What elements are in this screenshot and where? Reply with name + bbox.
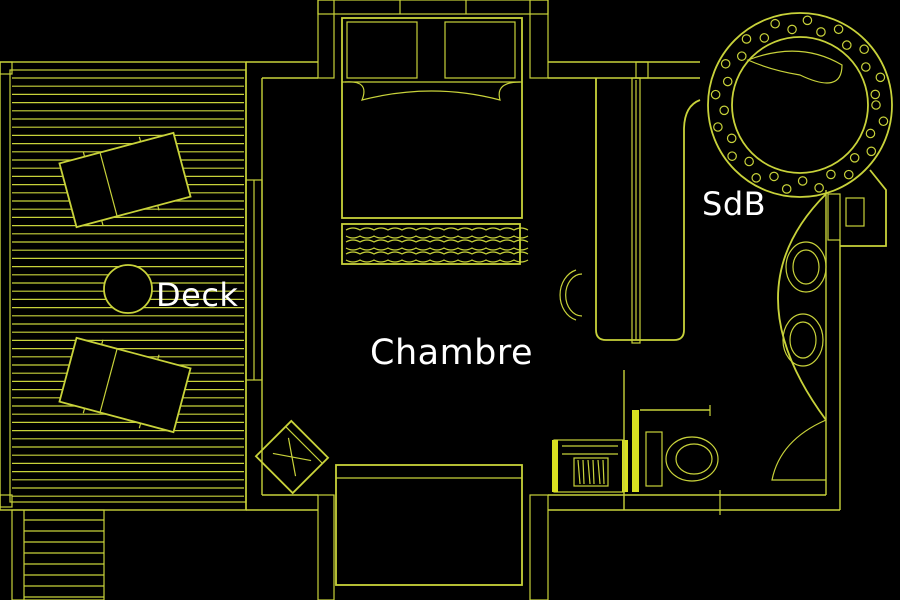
label-sdb: SdB: [702, 185, 767, 223]
round-table: [103, 264, 153, 314]
vanity: [771, 193, 827, 481]
label-chambre: Chambre: [370, 333, 534, 373]
corner-chair: [254, 419, 330, 495]
desk: [559, 78, 701, 341]
toilet: [645, 431, 719, 487]
bathroom-walls: [640, 169, 887, 515]
shelf-unit: [552, 439, 628, 493]
bed: [341, 17, 523, 219]
bedroom-walls: [245, 0, 649, 600]
partition: [623, 61, 700, 510]
bed-rug: [341, 223, 529, 265]
lounge-chair-top: [58, 131, 192, 229]
bench: [335, 464, 523, 586]
stone-shower: [707, 12, 893, 198]
deck-stairs: [11, 509, 105, 600]
lounge-chair-bottom: [58, 336, 192, 434]
label-deck: Deck: [156, 276, 239, 314]
